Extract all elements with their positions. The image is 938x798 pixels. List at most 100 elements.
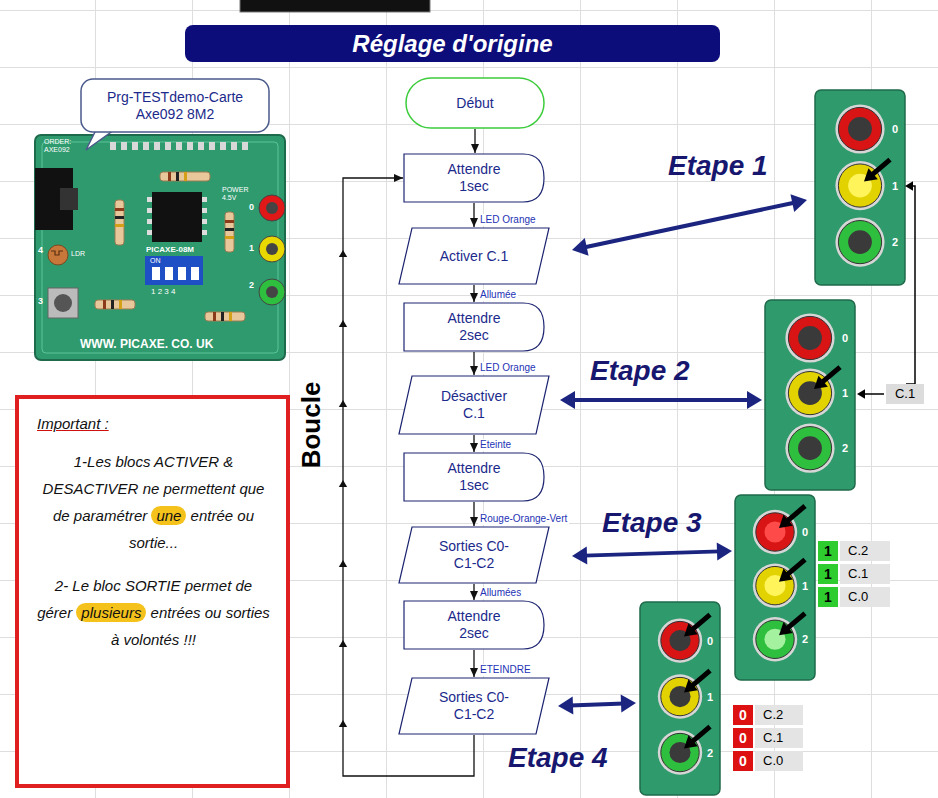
resistor-band (213, 312, 216, 321)
io-outline (399, 527, 549, 583)
note-box: Important :1-Les blocs ACTIVER & DESACTI… (15, 395, 290, 788)
flow-connector (473, 650, 474, 677)
board-text: WWW. PICAXE. CO. UK (80, 338, 213, 352)
led-symbol (838, 221, 881, 264)
led-number: 0 (707, 635, 713, 648)
edge-label: LED Orange (478, 362, 538, 374)
header-pin (143, 142, 149, 150)
arrow-head (864, 168, 878, 181)
state-value: 1 (818, 564, 838, 584)
led-core (798, 326, 822, 350)
step-label: Etape 3 (602, 507, 702, 539)
resistor-band (115, 216, 124, 219)
led-number: 1 (842, 387, 848, 400)
step-label: Etape 2 (590, 355, 690, 387)
header-pin (132, 142, 138, 150)
flow-connector (473, 352, 474, 375)
header-pin (209, 142, 215, 150)
wait-box: Attendre 2sec (403, 600, 545, 650)
resistor-band (119, 300, 122, 309)
wait-outline (404, 154, 544, 202)
led-number: 1 (707, 691, 713, 704)
push-button (48, 288, 78, 318)
note-text: 2- Le bloc SORTIE permet de gérer plusie… (37, 572, 270, 653)
node-text: Début (420, 95, 530, 112)
edge-label: LED Orange (478, 214, 538, 226)
highlight: plusieurs (76, 603, 146, 622)
ldr-symbol (48, 245, 68, 265)
board-text: ON (150, 257, 161, 265)
wait-outline (404, 303, 544, 351)
led-number: 2 (707, 747, 713, 760)
resistor-band (225, 236, 234, 239)
ic-pin (202, 230, 207, 235)
resistor-band (225, 220, 234, 223)
output-box: Sorties C0- C1-C2 (398, 526, 550, 584)
step-arrow (572, 398, 750, 402)
led-number: 0 (802, 526, 808, 539)
header-pin (220, 142, 226, 150)
pin-wire (906, 186, 915, 384)
pcb-board (35, 135, 285, 360)
step-label: Etape 4 (508, 742, 608, 774)
ic-pin (202, 197, 207, 202)
led-symbol (838, 107, 881, 150)
pin-tag: C.1 (886, 384, 924, 404)
node-text: Sorties C0- C1-C2 (429, 538, 519, 572)
arrow-head (572, 547, 587, 565)
io-outline (399, 376, 549, 434)
led-symbol (259, 279, 285, 305)
led-number: 2 (842, 442, 848, 455)
node-text: Attendre 2sec (434, 608, 514, 642)
resistor-band (229, 312, 232, 321)
led-number: 0 (842, 332, 848, 345)
header-pin (165, 142, 171, 150)
callout-text: Prg-TESTdemo-Carte Axe092 8M2 (87, 89, 263, 123)
arrow-head (621, 695, 636, 713)
pin-name: C.1 (840, 564, 890, 584)
resistor-band (115, 224, 124, 227)
pin-name: C.0 (755, 751, 803, 771)
output-box: Sorties C0- C1-C2 (398, 677, 550, 735)
resistor-band (176, 172, 179, 181)
push-button (54, 294, 72, 312)
arrow-head (779, 515, 793, 528)
edge-label: Allumées (478, 587, 523, 599)
led-pad (835, 218, 884, 267)
pointer-arrow (871, 160, 890, 176)
step-arrow (584, 551, 720, 555)
bubble-outline (81, 79, 269, 132)
node-text: Attendre 2sec (434, 310, 514, 344)
terminal-outline (406, 78, 544, 128)
header-pin (121, 142, 127, 150)
wait-box: Attendre 2sec (403, 302, 545, 352)
pin-number: 1 (249, 243, 254, 253)
pin-number: 2 (249, 280, 254, 290)
note-text: 1-Les blocs ACTIVER & DESACTIVER ne perm… (37, 448, 270, 556)
node-text: Désactiver C.1 (429, 388, 519, 422)
resistor-symbol (95, 300, 135, 309)
arrow-head (560, 391, 575, 409)
pin-name: C.0 (840, 587, 890, 607)
flow-connector (473, 203, 474, 227)
output-box: Activer C.1 (398, 227, 550, 285)
arrow-head (684, 679, 698, 692)
led-symbol (788, 427, 831, 470)
pointer-arrow (786, 613, 805, 629)
board-text: POWER 4.5V (222, 186, 254, 202)
dip-lever (165, 267, 173, 280)
wait-box: Attendre 1sec (403, 153, 545, 203)
arrow-head (779, 622, 793, 635)
resistor-symbol (225, 212, 234, 252)
resistor-band (115, 208, 124, 211)
led-symbol (788, 316, 831, 359)
header-pin (154, 142, 160, 150)
arrow-head (684, 623, 698, 636)
flow-connector (473, 285, 474, 302)
title-text: Réglage d'origine (352, 30, 552, 58)
arrow-head (905, 181, 913, 191)
resistor-symbol (205, 312, 245, 321)
resistor-band (168, 172, 171, 181)
callout-bubble: Prg-TESTdemo-Carte Axe092 8M2 (80, 78, 270, 133)
pin-number: 4 (38, 245, 43, 255)
